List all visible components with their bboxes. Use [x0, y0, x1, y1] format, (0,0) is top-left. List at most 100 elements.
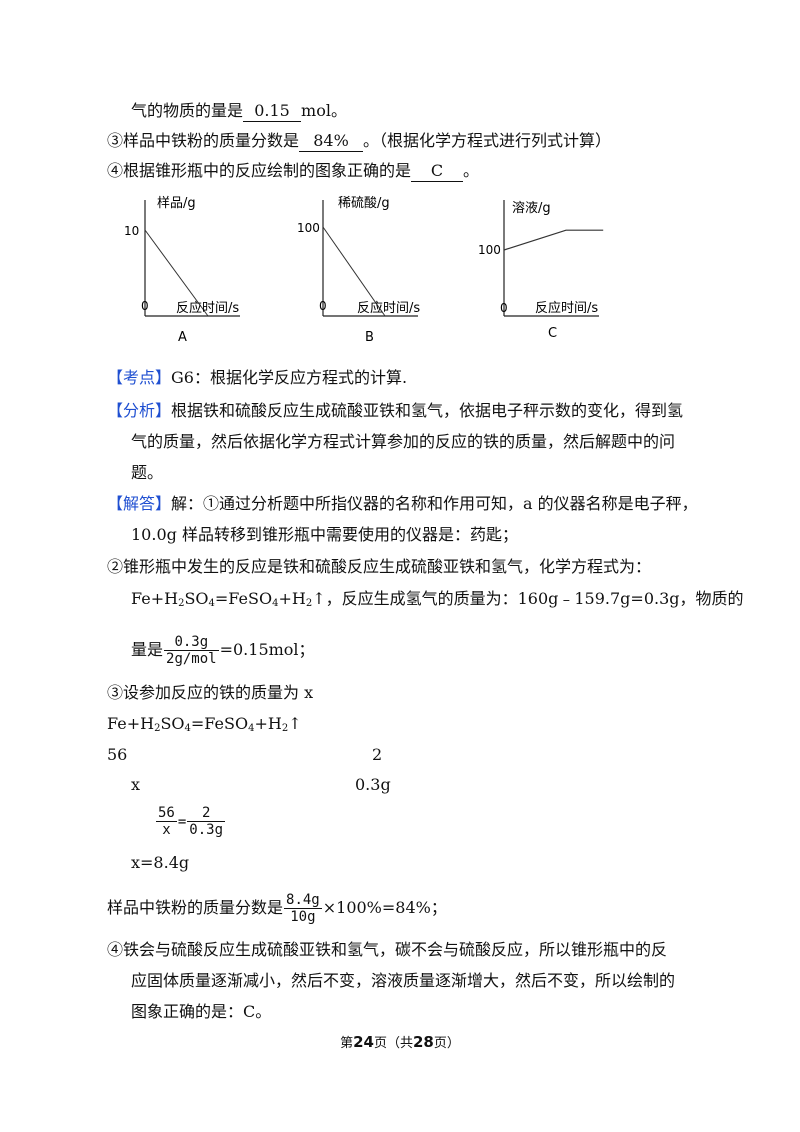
q4-prefix: ④根据锥形瓶中的反应绘制的图象正确的是 [107, 161, 412, 180]
fenxi-line-1: 【分析】根据铁和硫酸反应生成硫酸亚铁和氢气，依据电子秤示数的变化，得到氢 [107, 401, 683, 421]
q3-suffix: 。（根据化学方程式进行列式计算） [363, 131, 612, 150]
chart-a-ytick-label: 10 [124, 224, 139, 238]
proportion-left-num: 56 [156, 805, 177, 822]
eq-so: SO [184, 589, 209, 608]
eq-sub-4a: 4 [208, 598, 215, 609]
mol-denominator: 2g/mol [166, 651, 217, 667]
chart-a-origin-label: 0 [141, 299, 149, 313]
kaodian-text: G6：根据化学反应方程式的计算. [171, 368, 408, 387]
chart-c-ylabel: 溶液/g [512, 201, 551, 216]
q4-suffix: 。 [463, 161, 480, 180]
ratio-fe: 56 [107, 745, 128, 764]
fenxi-line-3: 题。 [131, 463, 164, 482]
reaction-equation-line: Fe+H2SO4=FeSO4+H2↑，反应生成氢气的质量为：160g﹣159.7… [131, 589, 744, 609]
proportion-right-den: 0.3g [189, 822, 224, 838]
eq2-h: +H [254, 714, 282, 733]
mol-numerator: 0.3g [164, 634, 219, 651]
chart-b-xlabel: 反应时间/s [357, 300, 420, 316]
eq-sub-2b: 2 [305, 598, 313, 609]
chart-a-xlabel: 反应时间/s [176, 300, 239, 316]
chart-c-ytick-label: 100 [478, 243, 501, 257]
chart-c-series-line [503, 229, 604, 251]
q3-prefix: ③样品中铁粉的质量分数是 [107, 131, 300, 150]
jieda-line-1: 【解答】解：①通过分析题中所指仪器的名称和作用可知，a 的仪器名称是电子秤， [107, 494, 698, 514]
x-result: x=8.4g [131, 853, 190, 872]
q2-tail-suffix: mol。 [301, 101, 347, 120]
kaodian-line: 【考点】G6：根据化学反应方程式的计算. [107, 368, 407, 388]
percent-denominator: 10g [290, 909, 316, 925]
step4-line-1: ④铁会与硫酸反应生成硫酸亚铁和氢气，碳不会与硫酸反应，所以锥形瓶中的反 [107, 940, 668, 959]
chart-a-series-line [144, 229, 209, 317]
footer-mid: 页（共 [373, 1036, 413, 1051]
chart-b: 稀硫酸/g 100 0 反应时间/s B [297, 196, 420, 345]
eq2-sub-4a: 4 [184, 723, 191, 734]
kaodian-tag: 【考点】 [107, 368, 172, 387]
eq2-feso: =FeSO [190, 714, 249, 733]
chart-c-caption: C [548, 326, 557, 341]
percent-tail: ×100%=84%； [322, 898, 447, 917]
chart-c: 溶液/g 100 0 反应时间/s C [478, 200, 604, 341]
page-footer: 第24页（共28页） [0, 1032, 800, 1051]
chart-c-origin-label: 0 [500, 301, 508, 315]
chart-a-caption: A [178, 330, 187, 345]
mol-prefix: 量是 [131, 640, 164, 659]
step4-line-3: 图象正确的是：C。 [131, 1002, 272, 1021]
step3-line: ③设参加反应的铁的质量为 x [107, 683, 314, 702]
chart-b-ytick-label: 100 [297, 221, 320, 235]
eq2-sub-2a: 2 [154, 723, 161, 734]
eq-fe: Fe+H [131, 589, 179, 608]
var-x: x [131, 775, 141, 794]
footer-post: 页） [433, 1036, 460, 1051]
q2-tail-prefix: 气的物质的量是 [131, 101, 244, 120]
chart-c-xlabel: 反应时间/s [535, 300, 598, 316]
eq-sub-4b: 4 [272, 598, 279, 609]
eq2-so: SO [160, 714, 185, 733]
val-h2: 0.3g [355, 775, 391, 794]
percent-prefix: 样品中铁粉的质量分数是 [107, 898, 284, 917]
eq-feso: =FeSO [214, 589, 273, 608]
eq-tail: ↑，反应生成氢气的质量为：160g﹣159.7g=0.3g，物质的 [312, 589, 744, 608]
jieda-line-3: ②锥形瓶中发生的反应是铁和硫酸反应生成硫酸亚铁和氢气，化学方程式为： [107, 557, 652, 576]
jieda-line-2: 10.0g 样品转移到锥形瓶中需要使用的仪器是：药匙； [131, 525, 518, 544]
proportion-equals: = [177, 814, 187, 830]
step4-line-2: 应固体质量逐渐减小，然后不变，溶液质量逐渐增大，然后不变，所以绘制的 [131, 971, 676, 990]
fenxi-tag: 【分析】 [107, 401, 172, 420]
q3-answer: 84% [299, 131, 364, 152]
fenxi-line-2: 气的质量，然后依据化学方程式计算参加的反应的铁的质量，然后解题中的问 [131, 432, 676, 451]
eq2-sub-2b: 2 [281, 723, 289, 734]
percent-numerator: 8.4g [284, 892, 322, 909]
eq-sub-2a: 2 [178, 598, 185, 609]
chart-b-origin-label: 0 [319, 299, 327, 313]
chart-b-series-line [322, 226, 386, 317]
eq2-arrow: ↑ [288, 714, 302, 733]
footer-pre: 第 [340, 1036, 354, 1051]
q2-tail-answer: 0.15 [243, 101, 302, 122]
chart-b-ylabel: 稀硫酸/g [338, 196, 390, 211]
jieda-tag: 【解答】 [107, 494, 172, 513]
charts-figure: 样品/g 10 0 反应时间/s A 稀硫酸/g 100 0 反应时间/s B … [124, 196, 604, 345]
ratio-h2: 2 [372, 745, 383, 764]
equation-2-line: Fe+H2SO4=FeSO4+H2↑ [107, 714, 302, 734]
q4-answer: C [411, 161, 464, 182]
eq2-fe: Fe+H [107, 714, 155, 733]
chart-a: 样品/g 10 0 反应时间/s A [124, 196, 240, 345]
jieda-text-1: 解：①通过分析题中所指仪器的名称和作用可知，a 的仪器名称是电子秤， [171, 494, 698, 513]
eq-h: +H [278, 589, 306, 608]
proportion-left-den: x [162, 822, 171, 838]
proportion-right-num: 2 [187, 805, 226, 822]
footer-total-pages: 28 [413, 1033, 434, 1051]
mol-result: =0.15mol； [219, 640, 315, 659]
footer-page-number: 24 [353, 1033, 374, 1051]
eq2-sub-4b: 4 [248, 723, 255, 734]
fenxi-text-1: 根据铁和硫酸反应生成硫酸亚铁和氢气，依据电子秤示数的变化，得到氢 [171, 401, 684, 420]
